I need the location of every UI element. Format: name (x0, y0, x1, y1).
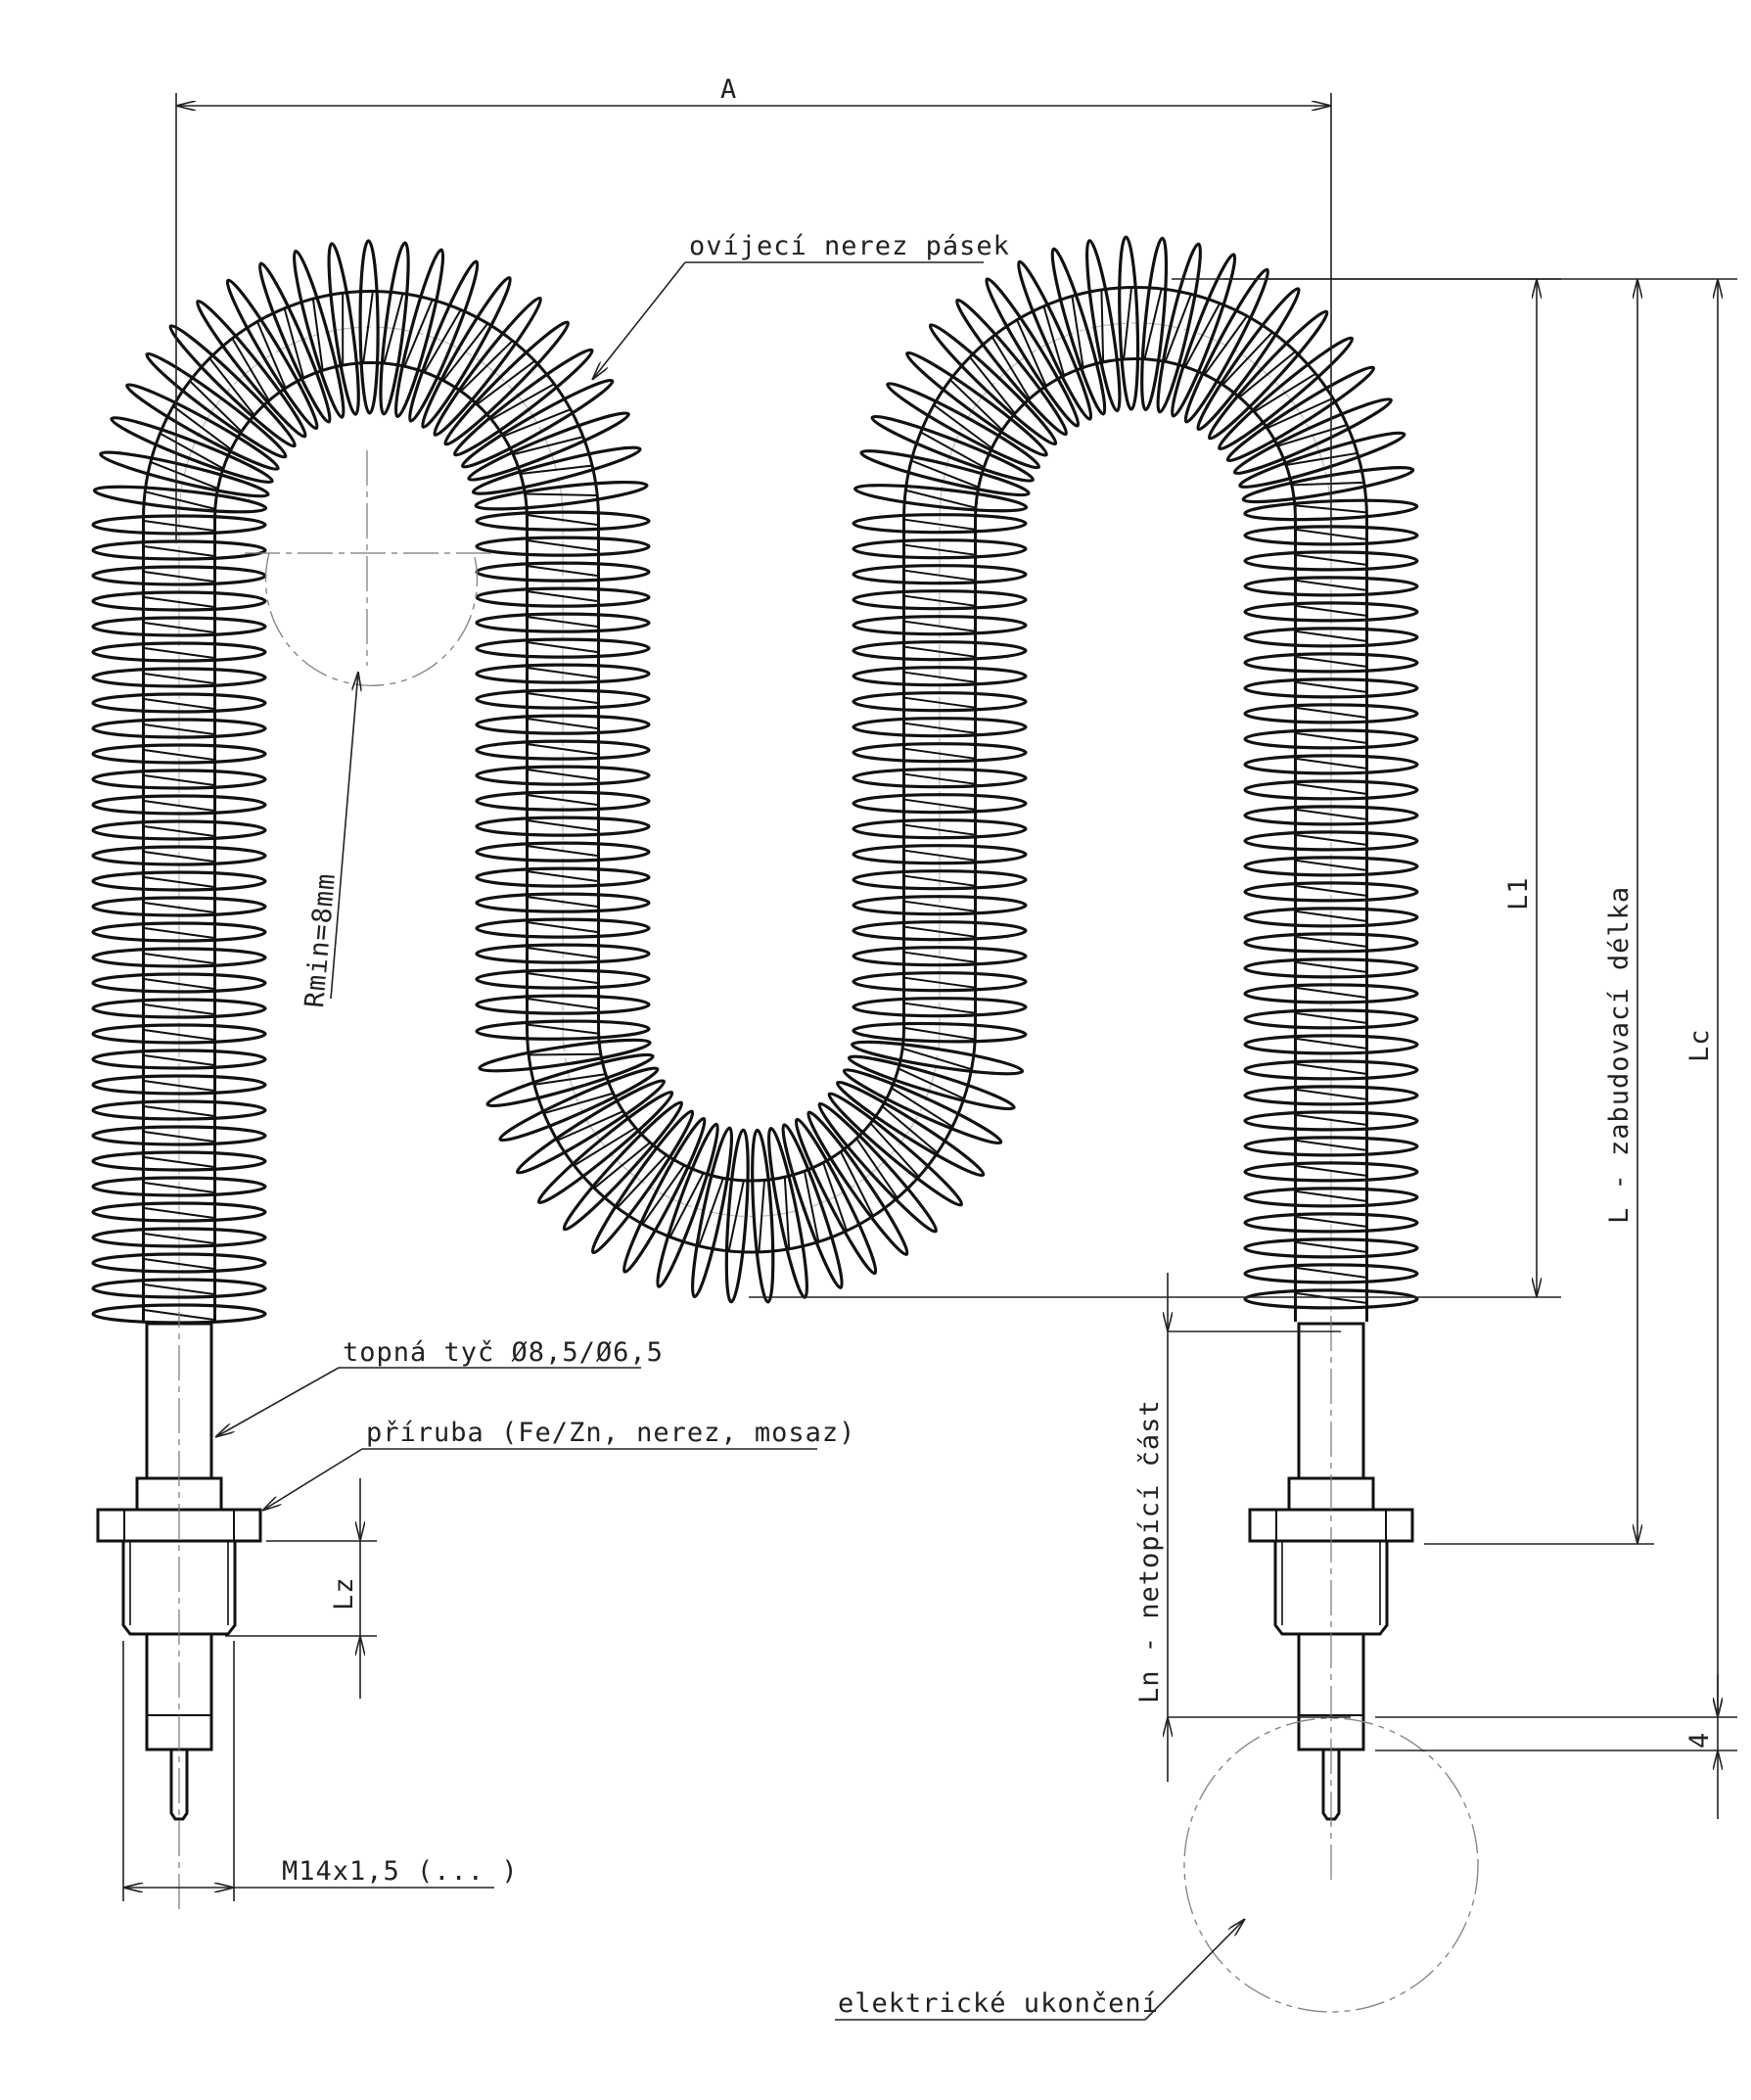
electric-callout: elektrické ukončení (835, 1919, 1245, 2021)
thread-dimension: M14x1,5 (... ) (122, 1641, 519, 1901)
heating-element-body (142, 286, 1368, 1322)
l-install-label: L - zabudovací délka (1604, 886, 1635, 1224)
bend-radius-circle (264, 552, 479, 686)
strip-label: ovíjecí nerez pásek (689, 231, 1010, 261)
flange-callout: příruba (Fe/Zn, nerez, mosaz) (262, 1418, 855, 1511)
dim-a-label: A (720, 74, 737, 105)
ln-dimension: Ln - netopící část (1134, 1273, 1351, 1782)
dimension-a: A (175, 74, 1332, 543)
lz-dimension: Lz (225, 1478, 377, 1699)
strip-callout: ovíjecí nerez pásek (592, 231, 1010, 380)
l-dimension: L - zabudovací délka (1424, 279, 1654, 1545)
ln-label: Ln - netopící část (1134, 1399, 1165, 1703)
dim-4: 4 (1375, 1674, 1737, 1819)
rod-callout: topná tyč Ø8,5/Ø6,5 (215, 1337, 664, 1437)
flange-label: příruba (Fe/Zn, nerez, mosaz) (366, 1418, 855, 1448)
center-lines (178, 450, 1479, 2013)
thread-label: M14x1,5 (... ) (282, 1856, 519, 1887)
electric-label: elektrické ukončení (838, 1988, 1159, 2019)
lc-label: Lc (1684, 1028, 1715, 1062)
dim-4-label: 4 (1684, 1732, 1715, 1749)
electric-termination-circle (1183, 1717, 1479, 2013)
rmin-label: Rmin=8mm (300, 871, 342, 1008)
l1-label: L1 (1503, 876, 1534, 910)
spiral-fins (91, 235, 1419, 1325)
rmin-callout: Rmin=8mm (300, 672, 358, 1009)
rod-label: topná tyč Ø8,5/Ø6,5 (343, 1337, 664, 1368)
lc-dimension: Lc (1223, 278, 1737, 1718)
lz-label: Lz (329, 1576, 359, 1610)
